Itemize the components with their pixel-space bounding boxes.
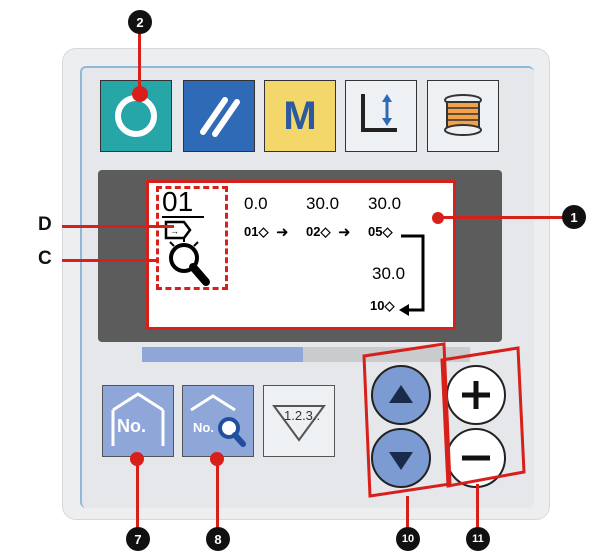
double-slash-icon — [200, 97, 240, 137]
sequence-icon: 1.2.3.. — [272, 405, 326, 442]
mode-label: M — [283, 93, 317, 138]
leader-7 — [136, 458, 139, 530]
diamond-arrow-icon: ◇ — [258, 224, 269, 239]
callout-dot-2 — [132, 86, 148, 102]
callout-10: 10 — [396, 527, 420, 551]
callout-1: 1 — [562, 205, 586, 229]
leader-d — [62, 225, 174, 228]
callout-dot-7 — [130, 452, 144, 466]
presser-foot-icon — [361, 94, 397, 132]
callout-7: 7 — [126, 527, 150, 551]
sequence-label: 1.2.3.. — [284, 408, 320, 423]
svg-text:→: → — [170, 226, 179, 236]
leader-8 — [216, 458, 219, 530]
pattern-number: 01 — [162, 188, 204, 218]
diamond-arrow-icon: ◇ — [382, 224, 393, 239]
pattern-no-button[interactable]: No. — [102, 385, 174, 457]
down-button[interactable] — [371, 428, 431, 488]
plus-icon — [462, 381, 490, 409]
callout-dot-1 — [432, 212, 444, 224]
label-d: D — [38, 214, 52, 235]
sequence-connector-icon — [399, 234, 425, 316]
sequence-button[interactable]: 1.2.3.. — [263, 385, 335, 457]
plus-minus-highlight — [440, 346, 526, 488]
minus-icon — [462, 455, 490, 461]
bobbin-winder-button[interactable] — [427, 80, 499, 152]
step-label-3: 05◇ — [368, 224, 393, 239]
leader-11 — [476, 484, 479, 530]
callout-2: 2 — [128, 10, 152, 34]
value-1: 0.0 — [244, 194, 268, 213]
arrow-right-icon: ➜ — [276, 224, 289, 241]
progress-bar-filled — [142, 347, 303, 362]
step-label-4: 10◇ — [370, 298, 395, 313]
leader-10 — [406, 496, 409, 530]
mode-button[interactable]: M — [264, 80, 336, 152]
triangle-down-icon — [389, 452, 413, 470]
progress-bar-empty — [303, 347, 470, 362]
pattern-search-button[interactable]: No. — [182, 385, 254, 457]
pattern-search-key-icon: No. — [190, 394, 246, 447]
arrow-right-icon: ➜ — [338, 224, 351, 241]
leader-2 — [138, 22, 141, 92]
leader-1 — [434, 216, 566, 219]
diamond-arrow-icon: ◇ — [384, 298, 395, 313]
leader-c — [62, 259, 158, 262]
reset-button[interactable] — [183, 80, 255, 152]
pattern-no-label: No. — [117, 416, 146, 436]
callout-8: 8 — [206, 527, 230, 551]
pattern-selection-highlight — [156, 186, 228, 290]
key-group-highlights — [362, 342, 526, 498]
pattern-search-icon: → — [164, 220, 210, 286]
pattern-no-icon: No. — [111, 392, 165, 446]
callout-dot-8 — [210, 452, 224, 466]
value-3: 30.0 — [368, 194, 402, 213]
diamond-arrow-icon: ◇ — [320, 224, 331, 239]
label-c: C — [38, 248, 52, 269]
pattern-search-label: No. — [193, 420, 214, 435]
arrow-keys-highlight — [362, 342, 452, 498]
triangle-up-icon — [389, 385, 413, 403]
value-2: 30.0 — [306, 194, 340, 213]
value-4: 30.0 — [372, 264, 406, 283]
bobbin-winder-icon — [444, 94, 482, 136]
up-button[interactable] — [371, 365, 431, 425]
callout-11: 11 — [466, 527, 490, 551]
presser-foot-button[interactable] — [345, 80, 417, 152]
step-label-2: 02◇ — [306, 224, 331, 239]
step-label-1: 01◇ — [244, 224, 269, 239]
